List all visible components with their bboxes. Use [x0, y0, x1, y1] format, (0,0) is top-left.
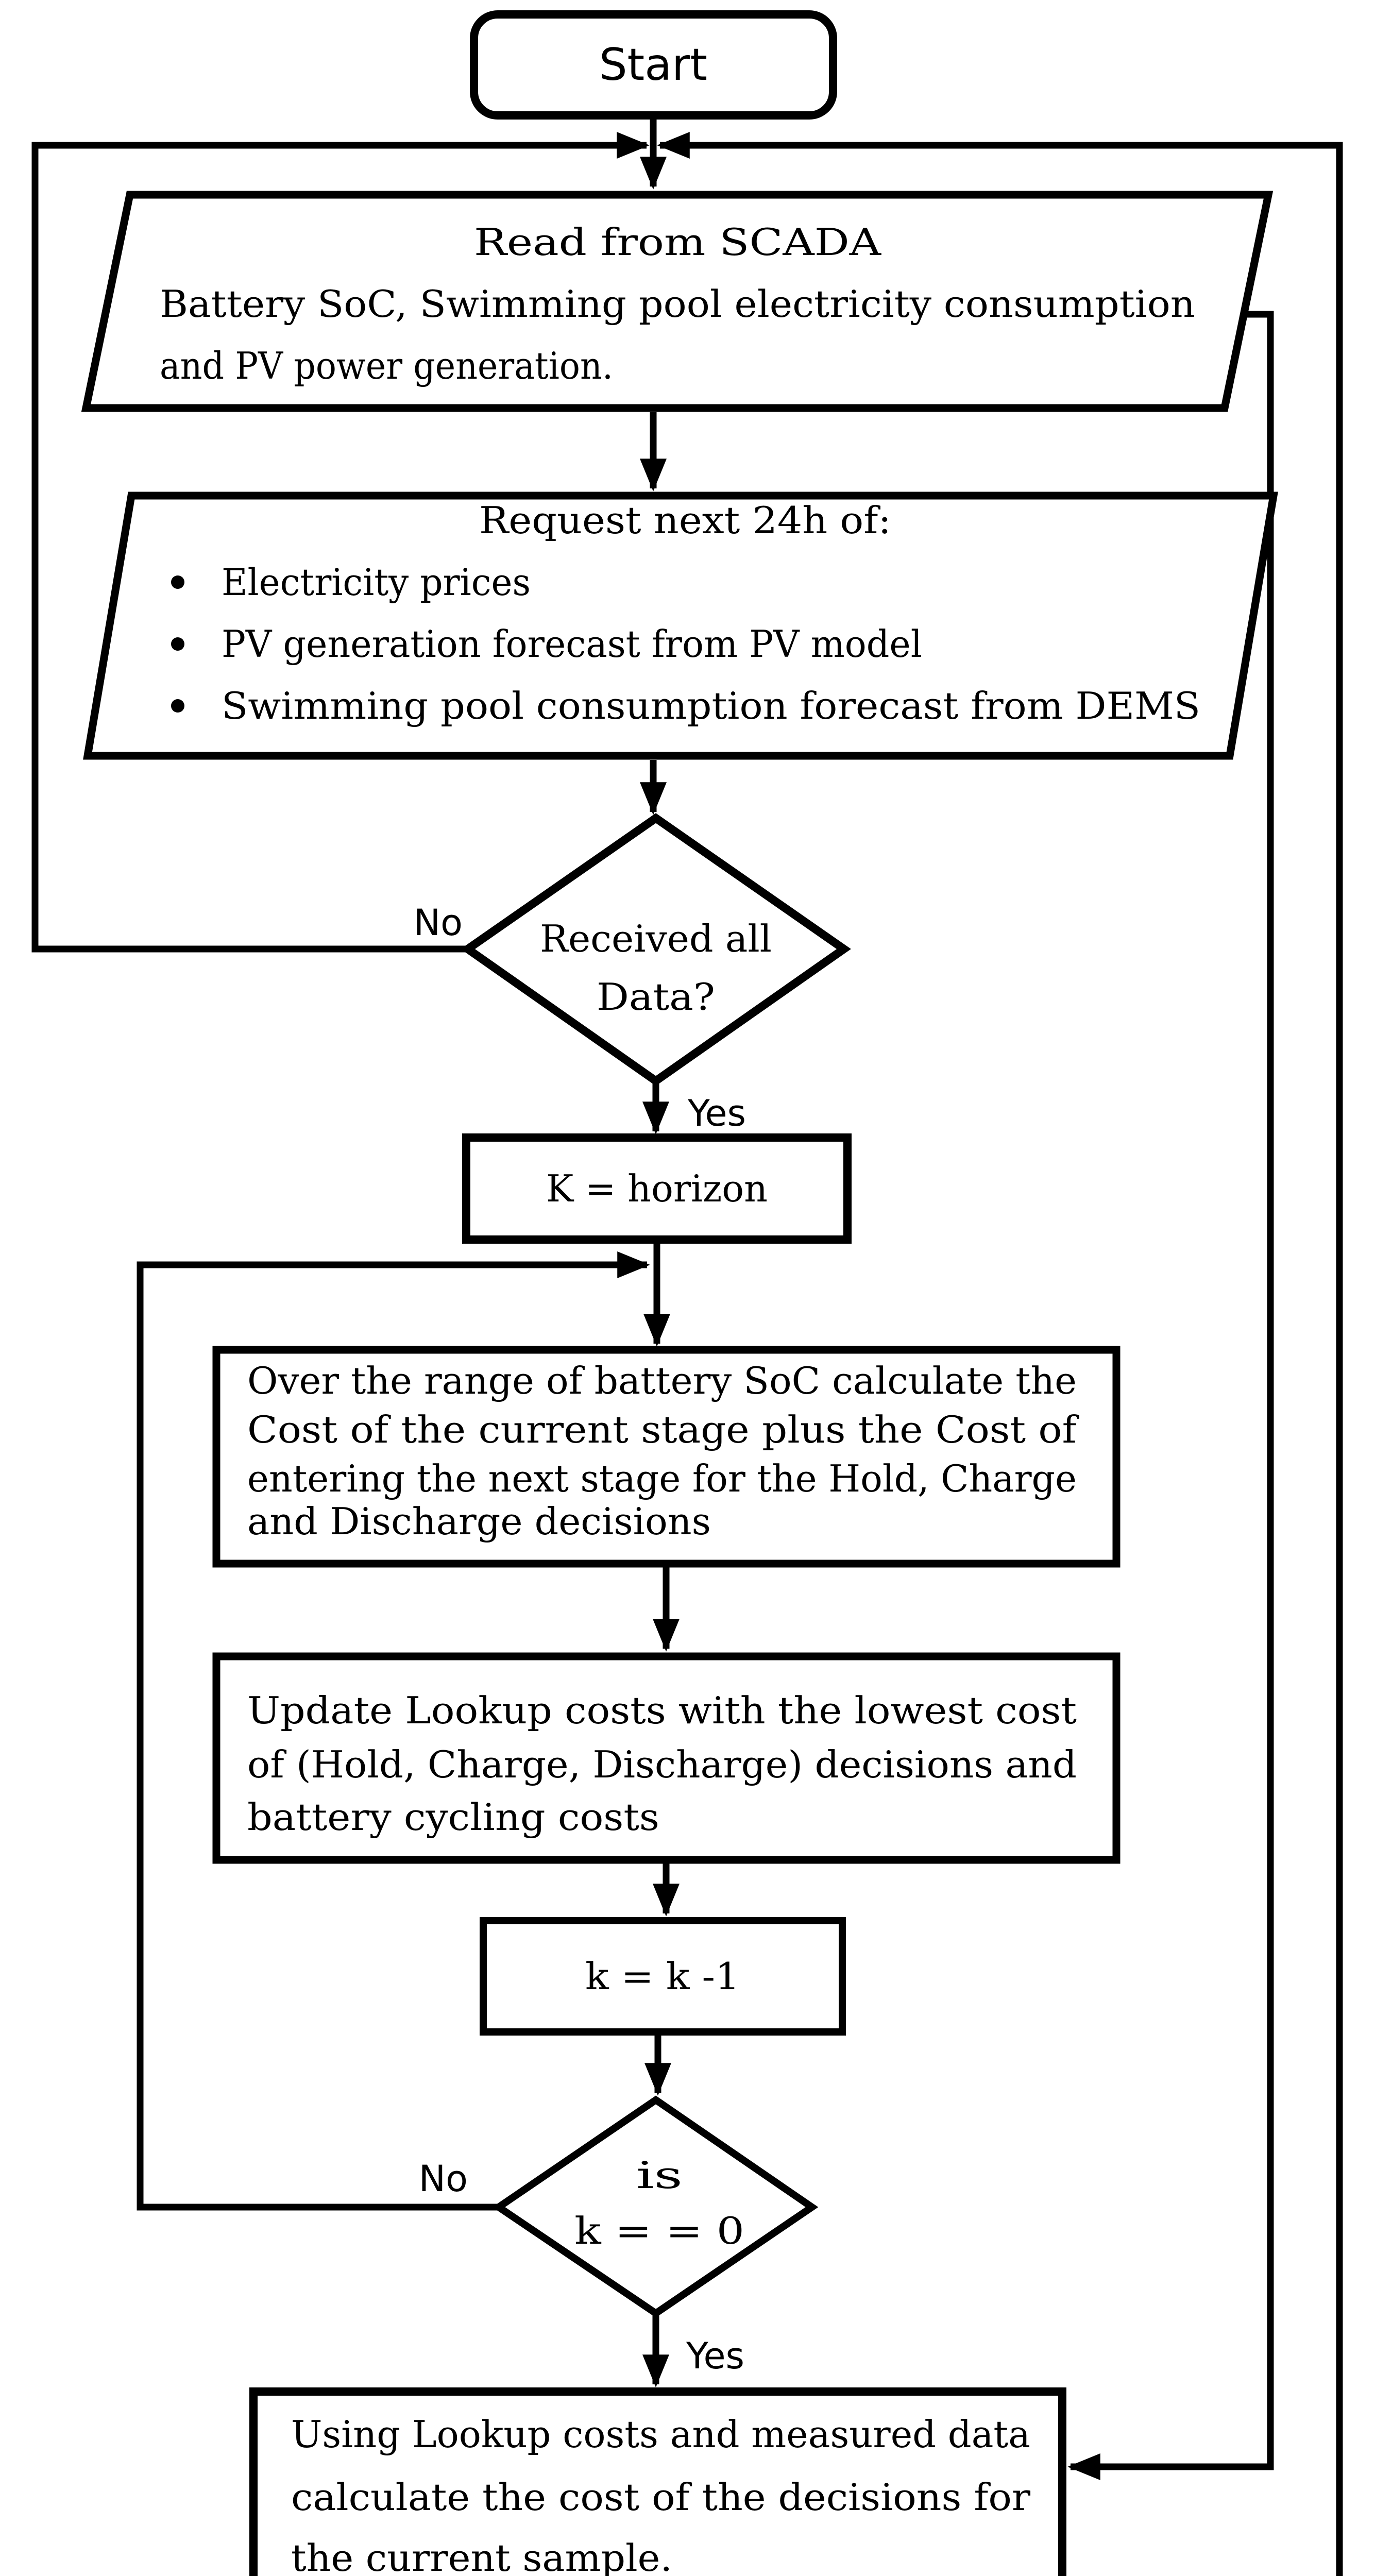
bullet-icon: [171, 575, 184, 589]
update-lookup-shape: [212, 1652, 1121, 1864]
stage-cost-line-3: entering the next stage for the Hold, Ch…: [247, 1457, 1077, 1500]
read-scada-line-1: Read from SCADA: [474, 221, 881, 264]
calc-decision-cost-line-1: Using Lookup costs and measured data: [291, 2413, 1030, 2456]
read-scada-line-2: Battery SoC, Swimming pool electricity c…: [160, 282, 1195, 326]
calc-decision-cost-line-3: the current sample.: [291, 2536, 672, 2576]
request-24h-shape: [83, 492, 1278, 760]
received-all-data-shape: [461, 813, 851, 1086]
k-zero-line-2: k = = 0: [574, 2209, 744, 2252]
stage-cost-node: Over the range of battery SoC calculate …: [212, 1346, 1121, 1568]
k-zero-no-label: No: [419, 2158, 468, 2200]
request-24h-bullet-1: Electricity prices: [222, 561, 531, 604]
decrement-k-shape: [480, 1917, 846, 2036]
k-zero-yes-label: Yes: [686, 2335, 744, 2377]
k-zero-decision: is k = = 0: [492, 2095, 819, 2318]
k-zero-line-1: is: [636, 2154, 683, 2197]
request-24h-bullet-2: PV generation forecast from PV model: [222, 622, 922, 666]
k-horizon-shape: [462, 1133, 852, 1244]
stage-cost-line-2: Cost of the current stage plus the Cost …: [247, 1408, 1079, 1451]
decrement-k-label: k = k -1: [585, 1955, 740, 1998]
calc-decision-cost-line-2: calculate the cost of the decisions for: [291, 2476, 1031, 2519]
read-scada-node: Read from SCADA Battery SoC, Swimming po…: [81, 191, 1274, 412]
decrement-k-node: k = k -1: [480, 1917, 846, 2036]
update-lookup-node: Update Lookup costs with the lowest cost…: [212, 1652, 1121, 1864]
request-24h-bullet-3: Swimming pool consumption forecast from …: [222, 684, 1200, 727]
stage-cost-line-4: and Discharge decisions: [247, 1500, 711, 1543]
stage-cost-shape: [212, 1346, 1121, 1568]
k-horizon-label: K = horizon: [546, 1167, 768, 1210]
start-shape: [470, 10, 837, 120]
received-yes-label: Yes: [687, 1092, 746, 1134]
bullet-icon: [171, 699, 184, 713]
calc-decision-cost-shape: [249, 2387, 1066, 2576]
received-all-data-decision: Received all Data?: [461, 813, 851, 1086]
update-lookup-line-2: of (Hold, Charge, Discharge) decisions a…: [247, 1743, 1077, 1786]
start-node: Start: [470, 10, 837, 120]
edge-loop-kzero-no: [137, 1251, 650, 2211]
update-lookup-line-3: battery cycling costs: [247, 1795, 659, 1839]
read-scada-shape: [81, 191, 1274, 412]
received-no-label: No: [414, 902, 463, 944]
edge-measured-data-to-calc: [1067, 311, 1274, 2480]
request-24h-node: Request next 24h of: Electricity prices …: [83, 492, 1278, 760]
received-all-data-line-1: Received all: [540, 917, 772, 960]
k-horizon-node: K = horizon: [462, 1133, 852, 1244]
edge-loop-outer-restart: [657, 132, 1343, 2576]
stage-cost-line-1: Over the range of battery SoC calculate …: [247, 1359, 1077, 1402]
read-scada-line-3: and PV power generation.: [160, 344, 613, 387]
update-lookup-line-1: Update Lookup costs with the lowest cost: [247, 1689, 1077, 1732]
calc-decision-cost-node: Using Lookup costs and measured data cal…: [249, 2387, 1066, 2576]
start-label: Start: [599, 39, 707, 91]
request-24h-title: Request next 24h of:: [479, 499, 891, 542]
edge-loop-received-no: [31, 132, 650, 953]
k-zero-shape: [492, 2095, 819, 2318]
bullet-icon: [171, 637, 184, 651]
received-all-data-line-2: Data?: [597, 975, 715, 1019]
